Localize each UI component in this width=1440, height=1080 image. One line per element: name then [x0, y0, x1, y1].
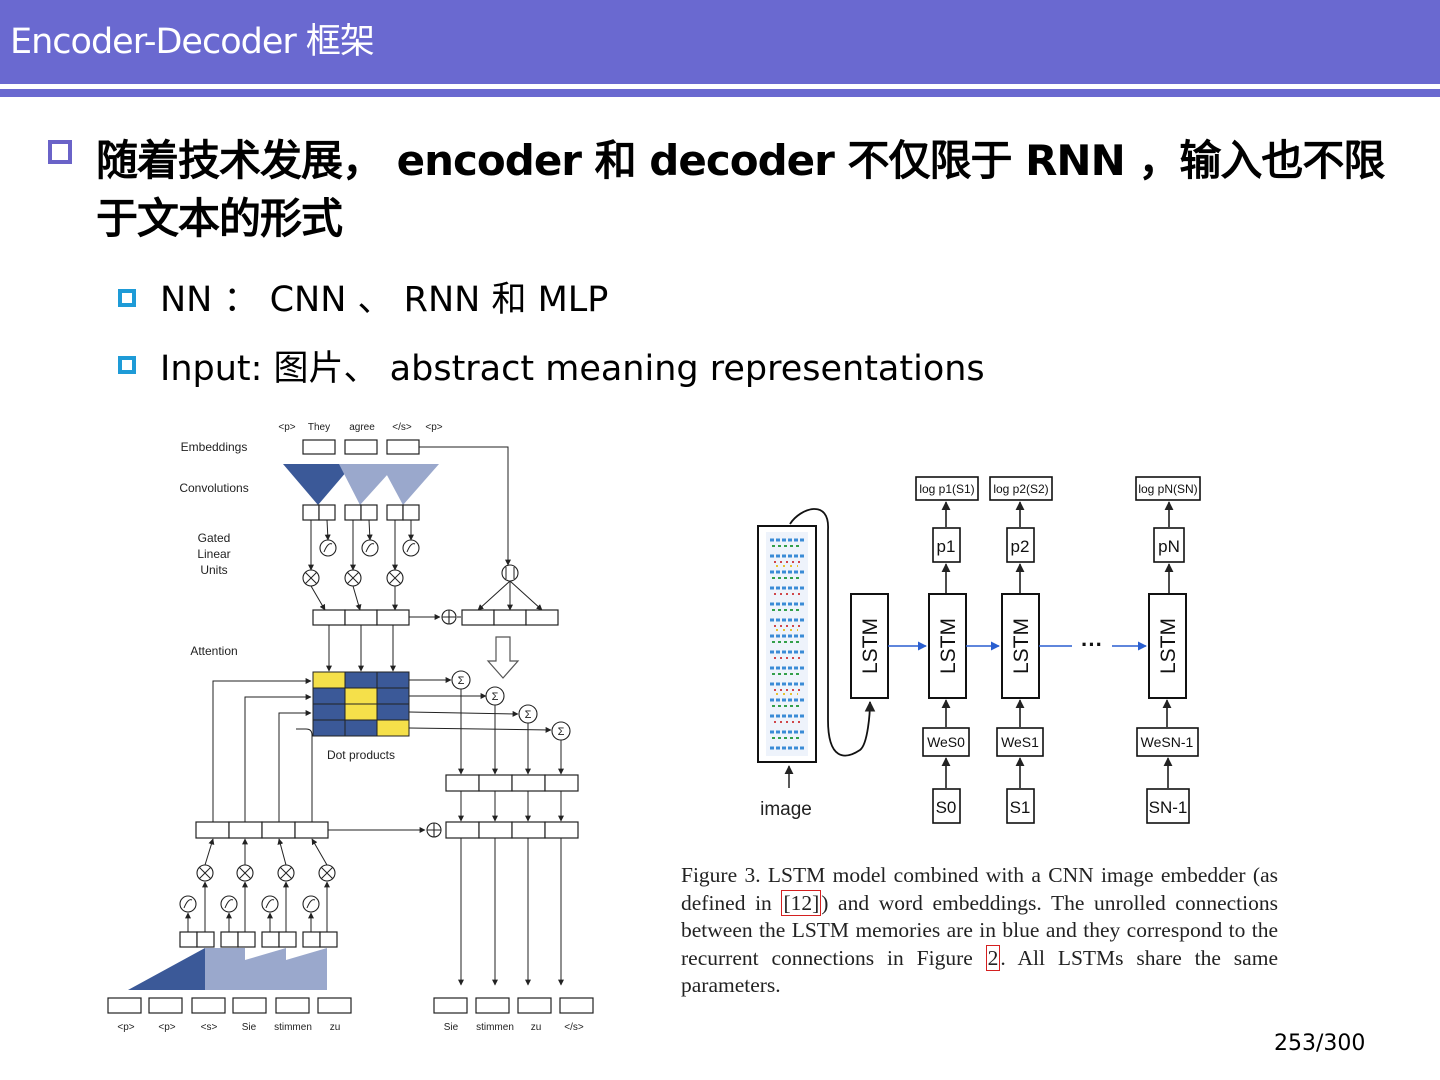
prob-label: pN	[1158, 537, 1180, 556]
page-number: 253/300	[1274, 1031, 1366, 1056]
bullet-square-icon	[48, 140, 72, 164]
caption-ref-link[interactable]: [12]	[781, 889, 822, 916]
sigma-symbol: Σ	[492, 691, 499, 703]
prob-label: p2	[1011, 537, 1030, 556]
sub-bullet-square-icon	[118, 356, 136, 374]
slide-title: Encoder-Decoder 框架	[10, 22, 375, 62]
top-token: <p>	[278, 422, 295, 433]
lstm-caption-figure: image LSTM LSTM LSTM LSTM ··· log p1(S1	[757, 476, 1201, 824]
top-token: <p>	[425, 422, 442, 433]
caption-text-1: Figure 3. LSTM model combined with a CNN…	[681, 863, 1278, 915]
label-linear: Linear	[197, 547, 230, 561]
label-embeddings: Embeddings	[181, 440, 248, 454]
ellipsis: ···	[1081, 632, 1103, 657]
bottom-token: <p>	[158, 1022, 175, 1033]
caption-figure-link[interactable]: 2	[985, 944, 1001, 971]
label-gated: Gated	[198, 531, 231, 545]
main-bullet-text: 随着技术发展， encoder 和 decoder 不仅限于 RNN ，输入也不…	[96, 136, 1385, 243]
conv-seq2seq-figure: Embeddings Convolutions Gated Linear Uni…	[107, 422, 594, 1033]
output-token: zu	[531, 1022, 542, 1033]
output-token: Sie	[444, 1022, 459, 1033]
log-prob-label: log pN(SN)	[1138, 482, 1197, 496]
caption-text-2: ) and word embeddings. The unrolled conn…	[681, 890, 1278, 970]
bottom-token: <s>	[201, 1022, 218, 1033]
embed-label: WeSN-1	[1141, 734, 1194, 750]
sub-bullet-text-2: Input: 图片、 abstract meaning representati…	[160, 349, 985, 389]
caption-text-3: . All LSTMs share the same parameters.	[681, 945, 1278, 998]
output-token: </s>	[564, 1022, 584, 1033]
bottom-token: <p>	[117, 1022, 134, 1033]
sub-bullet-text-1: NN ： CNN 、 RNN 和 MLP	[160, 280, 609, 320]
lstm-label: LSTM	[937, 618, 960, 674]
figure-caption: Figure 3. LSTM model combined with a CNN…	[681, 862, 1278, 1000]
prob-label: p1	[937, 537, 956, 556]
sigma-symbol: Σ	[525, 709, 532, 721]
bottom-token: stimmen	[274, 1022, 312, 1033]
output-token: stimmen	[476, 1022, 514, 1033]
embed-label: WeS0	[927, 734, 965, 750]
top-token: They	[308, 422, 330, 433]
input-word-label: S1	[1010, 798, 1031, 817]
label-units: Units	[200, 563, 227, 577]
lstm-label: LSTM	[1157, 618, 1180, 674]
bottom-token: Sie	[242, 1022, 257, 1033]
label-convolutions: Convolutions	[179, 481, 248, 495]
header-rule	[0, 89, 1440, 97]
bottom-token: zu	[330, 1022, 341, 1033]
label-attention: Attention	[190, 644, 237, 658]
lstm-label: LSTM	[1010, 618, 1033, 674]
top-token: </s>	[392, 422, 412, 433]
lstm-label: LSTM	[859, 618, 882, 674]
log-prob-label: log p1(S1)	[919, 482, 974, 496]
input-word-label: SN-1	[1149, 798, 1188, 817]
sub-bullet-square-icon	[118, 289, 136, 307]
label-dot-products: Dot products	[327, 748, 395, 762]
embed-label: WeS1	[1001, 734, 1039, 750]
image-label: image	[760, 799, 812, 820]
cnn-layers-icon	[766, 532, 808, 756]
top-token: agree	[349, 422, 375, 433]
sigma-symbol: Σ	[458, 675, 465, 687]
slide-header: Encoder-Decoder 框架	[0, 0, 1440, 84]
input-word-label: S0	[936, 798, 957, 817]
sigma-symbol: Σ	[558, 726, 565, 738]
log-prob-label: log p2(S2)	[993, 482, 1048, 496]
